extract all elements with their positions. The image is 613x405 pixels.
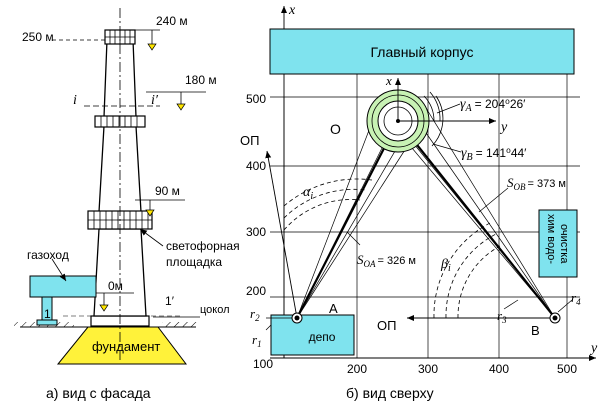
svg-text:хим водо-: хим водо-: [545, 214, 557, 264]
tick-y-400: 400: [246, 159, 266, 173]
chem-treatment-building: [538, 209, 578, 278]
label-gas-duct: газоход: [27, 248, 69, 262]
tick-y-300: 300: [246, 225, 266, 239]
beta-label: βi: [440, 257, 451, 274]
label-B: В: [531, 323, 540, 338]
gas-duct: [29, 275, 97, 326]
chem-treatment-label: хим водо- очистка: [545, 214, 570, 264]
depot-building: [270, 314, 355, 356]
label-0: 0м: [108, 279, 123, 293]
elevation-0: [90, 292, 134, 312]
r1-label: r1: [252, 332, 262, 349]
tick-x-400: 400: [489, 362, 509, 376]
main-building: [269, 28, 575, 75]
gamma-b-leader: [432, 143, 462, 153]
facade-view: 250 м 240 м 180 м 90 м 0м i i′ газоход с…: [14, 8, 240, 401]
r4-leader: [557, 299, 573, 313]
line-OA: [296, 120, 399, 319]
r3-leader: [503, 299, 519, 310]
label-OP-left: ОП: [240, 133, 259, 148]
gamma-a-label: γA= 204⁰26′: [460, 97, 526, 114]
gamma-a-leader: [436, 103, 461, 114]
r2-label: r2: [250, 306, 260, 323]
arcs-b: [433, 221, 501, 319]
r3-label: r3: [497, 308, 507, 325]
gamma-b-label: γB= 141⁰44′: [461, 146, 527, 163]
elevation-240: [135, 29, 160, 51]
x-axis-label: x: [288, 3, 296, 18]
s-oa-label: SOA= 326 м: [357, 252, 416, 269]
tick-x-100: 100: [253, 357, 273, 371]
ground-hatch-right: [162, 322, 198, 327]
tick-y-500: 500: [246, 92, 266, 106]
section-i-left: i: [73, 93, 77, 108]
op-arrow-a: [265, 150, 298, 319]
label-250: 250 м: [22, 30, 54, 44]
label-1-prime: 1′: [165, 294, 175, 308]
point-O: [396, 119, 400, 123]
depot-label: депо: [309, 330, 336, 344]
line-OB: [397, 120, 556, 319]
caption-facade: а) вид с фасада: [46, 385, 151, 401]
label-signal-platform-2: площадка: [166, 255, 222, 269]
label-180: 180 м: [185, 73, 217, 87]
local-y-label: y: [499, 120, 508, 135]
main-building-label: Главный корпус: [371, 44, 474, 60]
s-oa-leader: [346, 231, 361, 246]
tick-x-200: 200: [347, 362, 367, 376]
label-OP-bottom: ОП: [377, 318, 396, 333]
alpha-label: αi: [303, 185, 313, 202]
label-90: 90 м: [155, 184, 180, 198]
caption-top-view: б) вид сверху: [346, 385, 434, 401]
signal-platform-leader: [139, 228, 164, 247]
tick-x-300: 300: [418, 362, 438, 376]
svg-text:очистка: очистка: [558, 224, 570, 264]
elevation-180: [146, 91, 206, 111]
label-240: 240 м: [156, 14, 188, 28]
s-ob-label: SOB= 373 м: [507, 175, 566, 192]
r4-label: r4: [571, 290, 581, 307]
y-axis-label: y: [589, 341, 598, 356]
local-x-label: x: [385, 73, 392, 88]
s-ob-leader: [478, 187, 509, 213]
label-1: 1: [44, 307, 51, 321]
top-view: 100 200 300 400 500 200 300 400 500 x y …: [240, 3, 598, 401]
gas-duct-leader: [51, 258, 67, 282]
label-O: О: [330, 121, 341, 137]
label-foundation: фундамент: [92, 339, 160, 354]
label-A: А: [329, 301, 338, 316]
elevation-90: [135, 199, 185, 217]
tick-x-500: 500: [557, 362, 577, 376]
point-A: [291, 312, 303, 324]
tick-y-200: 200: [246, 284, 266, 298]
label-plinth: цокол: [200, 304, 230, 316]
point-B: [549, 312, 561, 324]
r1-leader: [265, 324, 272, 331]
arcs-a: [283, 178, 373, 231]
label-signal-platform-1: светофорная: [166, 239, 240, 253]
section-i-right: i′: [151, 93, 159, 108]
